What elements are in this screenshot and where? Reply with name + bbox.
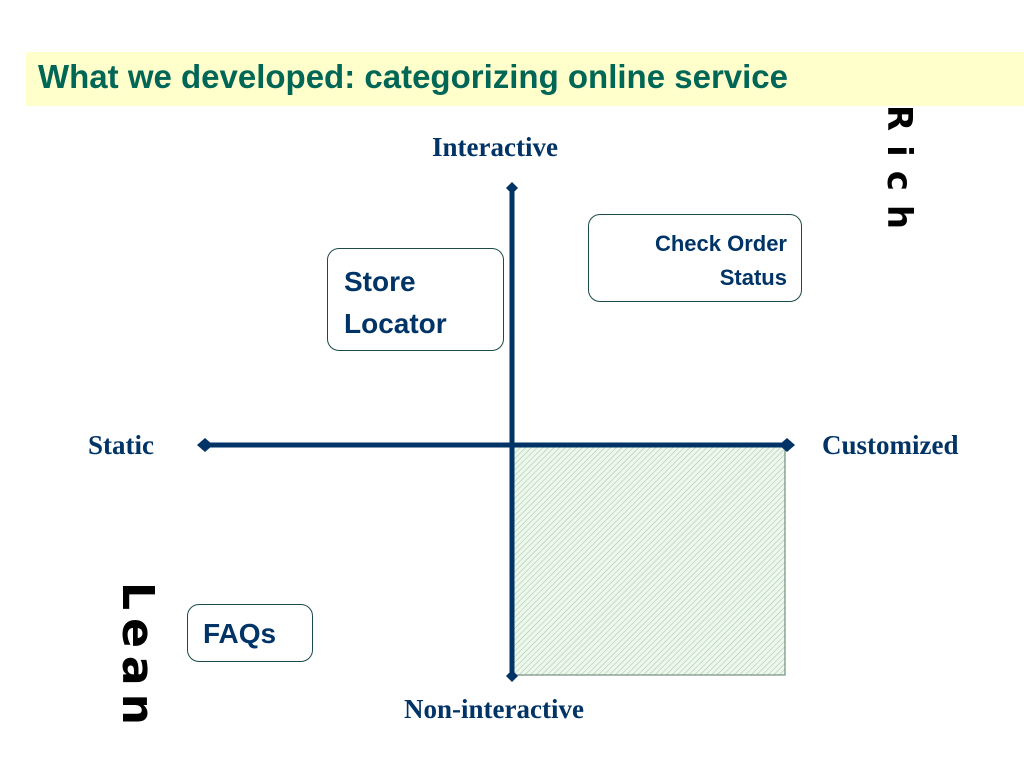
store-locator-line-1: Store (344, 266, 416, 297)
lean-label: Lean (111, 582, 163, 733)
axis-end-marker-right (779, 438, 795, 452)
store-locator-line-2: Locator (344, 308, 447, 339)
rich-label: Rich (879, 104, 920, 244)
faqs-box: FAQs (187, 604, 313, 662)
check-order-status-box: Check Order Status (588, 214, 802, 302)
axis-label-top: Interactive (432, 132, 558, 162)
axis-end-marker-bottom (506, 670, 518, 682)
axis-label-left: Static (88, 430, 154, 460)
axis-end-marker-top (506, 182, 518, 194)
slide-title: What we developed: categorizing online s… (38, 58, 789, 95)
check-order-line-2: Status (719, 265, 787, 290)
store-locator-box: Store Locator (327, 248, 504, 351)
axis-end-marker-left (197, 438, 213, 452)
check-order-line-1: Check Order (654, 231, 787, 256)
axis-label-bottom: Non-interactive (404, 694, 584, 724)
faqs-label: FAQs (203, 618, 277, 649)
axis-label-right: Customized (822, 430, 959, 460)
title-band: What we developed: categorizing online s… (26, 52, 1024, 106)
highlighted-quadrant (513, 446, 786, 676)
